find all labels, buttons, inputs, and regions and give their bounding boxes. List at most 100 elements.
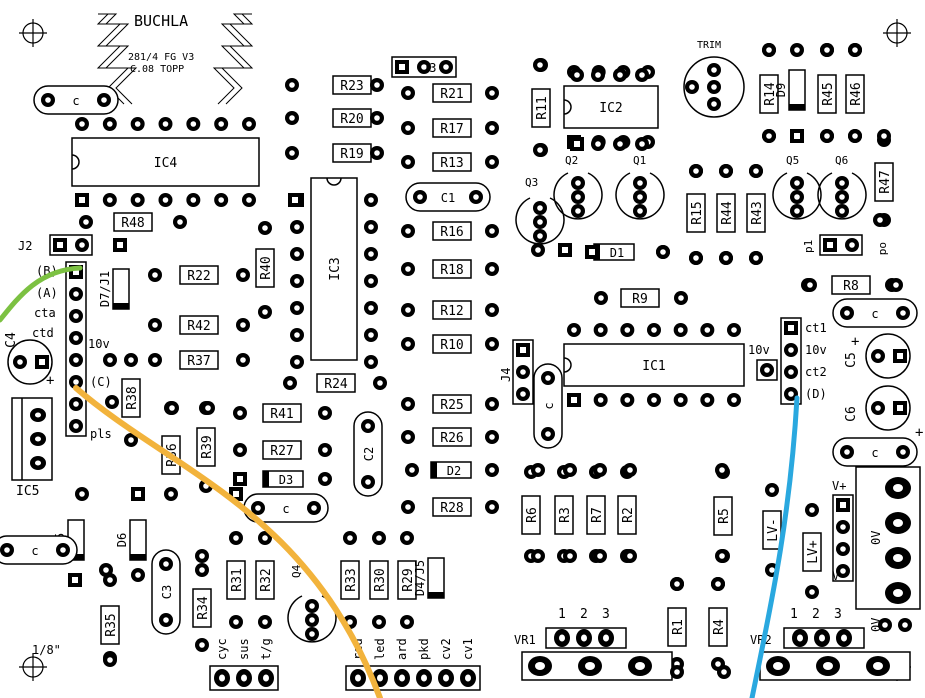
resistor-r27 — [262, 440, 302, 460]
resistor-pad — [258, 305, 272, 319]
resistor-pad — [485, 86, 499, 100]
resistor-label: R40 — [259, 256, 274, 279]
ic-pin — [290, 301, 304, 315]
transistor-pin — [835, 204, 849, 218]
ic-pin — [158, 117, 173, 131]
cap-pad — [413, 190, 427, 204]
header-pin — [516, 343, 530, 357]
pad — [103, 353, 117, 367]
resistor-r6 — [521, 495, 541, 535]
cap-pad — [896, 445, 910, 459]
resistor-pad — [236, 318, 250, 332]
resistor-label: R16 — [440, 225, 463, 240]
resistor-pad — [485, 303, 499, 317]
diode-pad — [485, 463, 499, 477]
resistor-r33 — [340, 560, 360, 600]
cap-pad — [541, 371, 555, 385]
header-pin — [69, 309, 83, 323]
pad-row-bottom-mid — [345, 665, 481, 691]
transistor-pin — [571, 190, 585, 204]
cap-pad — [13, 355, 27, 369]
transistor-label: Q4 — [290, 564, 303, 578]
pad — [848, 129, 862, 143]
resistor-r45 — [817, 74, 837, 114]
resistor-label: R23 — [340, 79, 363, 94]
trim-pin — [707, 80, 721, 94]
resistor-r14 — [759, 74, 779, 114]
resistor-pad — [485, 224, 499, 238]
ic-pin — [567, 393, 581, 407]
pad — [593, 549, 607, 563]
trimmer-pin-label: 3 — [834, 607, 842, 622]
polarity-mark: + — [46, 373, 54, 389]
capacitor-label: C4 — [4, 332, 19, 348]
pad — [99, 563, 113, 577]
pad — [848, 43, 862, 57]
resistor-r40 — [255, 248, 275, 288]
resistor-label: R46 — [849, 82, 864, 105]
capacitor-label: C3 — [160, 585, 174, 599]
resistor-pad — [400, 531, 414, 545]
diode-d7j1 — [112, 268, 130, 310]
resistor-label: R31 — [230, 568, 245, 591]
trimmer-pin-label: 2 — [812, 607, 820, 622]
capacitor-label: c — [542, 402, 556, 409]
pad — [165, 401, 179, 415]
header-pin — [69, 375, 83, 389]
resistor-pad — [401, 500, 415, 514]
resistor-label: R13 — [440, 156, 463, 171]
resistor-label: R41 — [270, 407, 293, 422]
cap-pad — [56, 543, 70, 557]
transistor-pin — [305, 627, 319, 641]
ic-pin — [186, 117, 201, 131]
pad — [719, 164, 733, 178]
pad-label: t/g — [259, 638, 273, 660]
header-right — [780, 317, 802, 405]
pad — [613, 68, 627, 82]
pad-label: sus — [237, 638, 251, 660]
header-right-label: (D) — [805, 387, 827, 401]
ic-pin — [727, 393, 741, 407]
resistor-label: R30 — [373, 568, 388, 591]
resistor-pad — [148, 318, 162, 332]
transistor-q6 — [817, 172, 867, 220]
trimmer-pin-label: 1 — [790, 607, 798, 622]
header-pin — [395, 60, 409, 74]
resistor-r8 — [831, 275, 871, 295]
ic-label: IC2 — [599, 101, 622, 116]
pad-label: cv1 — [461, 638, 475, 660]
header-left-label: cta — [34, 306, 56, 320]
cap-pad — [840, 306, 854, 320]
ic-pin — [242, 193, 256, 207]
capacitor-c2 — [353, 411, 383, 497]
cap-pad — [893, 401, 907, 415]
resistor-r24 — [316, 373, 356, 393]
header-pin — [69, 419, 83, 433]
pad — [711, 577, 725, 591]
ic-pin — [593, 393, 608, 407]
pad — [288, 193, 302, 207]
resistor-pad — [485, 337, 499, 351]
header-pin — [417, 60, 431, 74]
header-pin — [439, 60, 453, 74]
resistor-label: R8 — [843, 279, 859, 294]
pad — [715, 463, 729, 477]
pad — [749, 164, 763, 178]
pad — [623, 463, 637, 477]
pad — [531, 463, 545, 477]
resistor-label: R33 — [344, 568, 359, 591]
jumper-label: p1 — [802, 240, 815, 253]
resistor-r13 — [432, 152, 472, 172]
capacitor-c-top — [33, 85, 119, 115]
pad — [670, 577, 684, 591]
ic-ic1 — [563, 343, 745, 387]
header-pin — [845, 238, 859, 252]
resistor-label: R12 — [440, 304, 463, 319]
diode-pad — [318, 472, 332, 486]
trimmer-label: VR1 — [514, 633, 536, 647]
pad — [131, 568, 145, 582]
header-left-label: (A) — [36, 286, 58, 300]
trim-pin — [685, 80, 699, 94]
pad-label: cyc — [215, 638, 229, 660]
ic-pin — [158, 193, 173, 207]
